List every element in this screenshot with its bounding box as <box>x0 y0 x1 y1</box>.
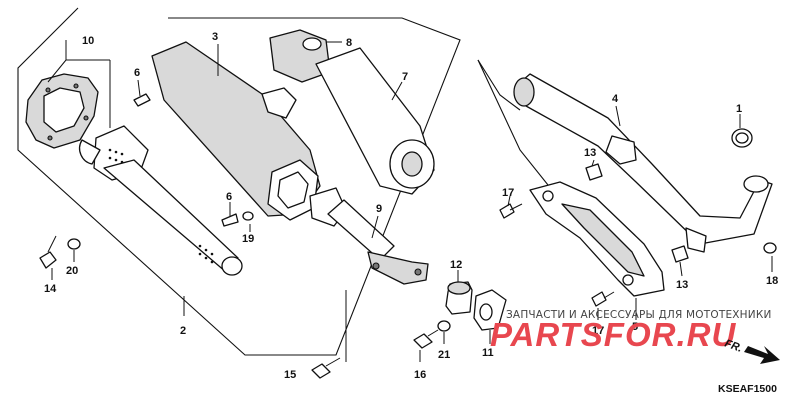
exhaust-pipe-part-4[interactable] <box>513 73 773 253</box>
inner-pipe-part-2[interactable] <box>78 125 243 276</box>
rivet-part-6-lower[interactable] <box>221 213 239 227</box>
callout-18: 18 <box>766 275 778 287</box>
heat-shield-part-5[interactable] <box>529 181 665 297</box>
front-direction-arrow: FR. <box>723 338 780 364</box>
callout-5: 5 <box>632 321 638 333</box>
assembly-frame <box>17 7 461 356</box>
leader-lines <box>47 40 773 362</box>
callout-16: 16 <box>414 369 426 381</box>
grommet-part-8[interactable] <box>269 29 331 83</box>
callout-15: 15 <box>284 369 296 381</box>
callout-11: 11 <box>482 347 494 359</box>
washer-part-21[interactable] <box>437 320 451 332</box>
svg-text:FR.: FR. <box>723 338 744 355</box>
bolt-part-17-lower[interactable] <box>591 291 615 307</box>
callout-17-lower: 17 <box>592 325 604 337</box>
collar-part-12[interactable] <box>445 281 473 315</box>
callout-10: 10 <box>82 35 94 47</box>
nut-part-18[interactable] <box>763 242 777 254</box>
callout-14: 14 <box>44 283 57 295</box>
callout-3: 3 <box>212 31 218 43</box>
callout-4: 4 <box>612 93 619 105</box>
band-part-11[interactable] <box>473 289 507 331</box>
diagram-code: KSEAF1500 <box>718 383 777 395</box>
callout-13-upper: 13 <box>584 147 596 159</box>
bolt-part-17-upper[interactable] <box>499 203 523 219</box>
callout-6-upper: 6 <box>134 67 140 79</box>
rivet-part-6-upper[interactable] <box>133 93 151 107</box>
pipe-group-frame <box>477 59 521 111</box>
callout-12: 12 <box>450 259 462 271</box>
watermark-tagline: ЗАПЧАСТИ И АКСЕССУАРЫ ДЛЯ МОТОТЕХНИКИ <box>506 309 772 321</box>
end-cap-part-10[interactable] <box>25 73 99 149</box>
front-pipe-part-9[interactable] <box>309 187 429 285</box>
nut-part-13-lower[interactable] <box>671 245 689 263</box>
callout-8: 8 <box>346 37 352 49</box>
bolt-part-16[interactable] <box>413 329 439 349</box>
callout-20: 20 <box>66 265 78 277</box>
washer-part-20[interactable] <box>67 238 81 250</box>
callout-19: 19 <box>242 233 254 245</box>
callout-2: 2 <box>180 325 186 337</box>
callout-6-lower: 6 <box>226 191 232 203</box>
callout-17-upper: 17 <box>502 187 514 199</box>
bolt-part-14[interactable] <box>39 235 57 269</box>
callout-13-lower: 13 <box>676 279 688 291</box>
callout-7: 7 <box>402 71 408 83</box>
callout-21: 21 <box>438 349 450 361</box>
muffler-packing-part-7[interactable] <box>315 47 435 195</box>
gasket-part-1[interactable] <box>731 128 753 148</box>
callout-9: 9 <box>376 203 382 215</box>
bolt-part-15[interactable] <box>311 357 341 379</box>
washer-part-19[interactable] <box>242 211 254 221</box>
watermark-brand: PARTSFOR.RU <box>490 316 736 353</box>
callout-1: 1 <box>736 103 742 115</box>
nut-part-13-upper[interactable] <box>585 163 603 181</box>
